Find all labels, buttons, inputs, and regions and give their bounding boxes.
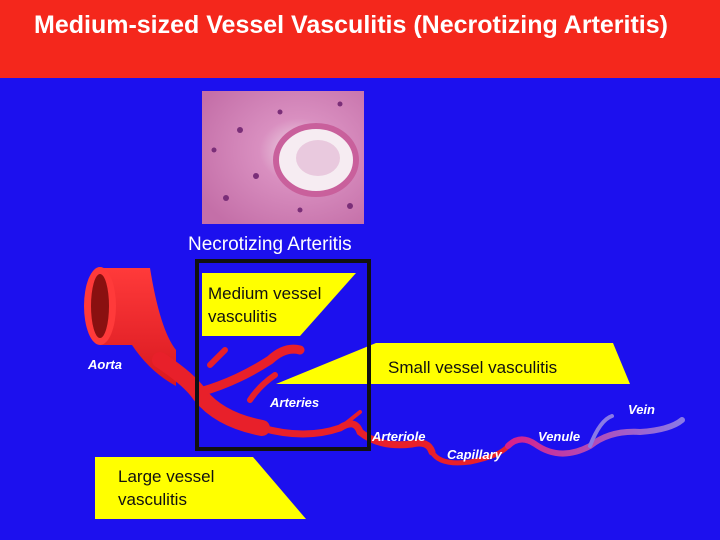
medium-vessel-box <box>202 273 356 336</box>
arteries-label: Arteries <box>269 395 319 410</box>
title-bar: Medium-sized Vessel Vasculitis (Necrotiz… <box>0 0 720 78</box>
aorta-label: Aorta <box>87 357 122 372</box>
venous-branches <box>505 414 685 457</box>
large-vessel-box <box>95 457 306 519</box>
venule-label: Venule <box>538 429 580 444</box>
medium-vessel-focus-frame <box>195 259 371 451</box>
histology-image <box>202 91 364 224</box>
small-vessel-box <box>276 343 630 384</box>
slide-title: Medium-sized Vessel Vasculitis (Necrotiz… <box>34 11 668 39</box>
vasculitis-diagram: Necrotizing Arteritis Medium vessel vasc… <box>84 91 685 519</box>
arteriole-label: Arteriole <box>371 429 425 444</box>
capillary-label: Capillary <box>447 447 503 462</box>
small-vessel-label: Small vessel vasculitis <box>388 358 557 377</box>
vein-label: Vein <box>628 402 655 417</box>
large-vessel-label: Large vessel vasculitis <box>118 467 219 509</box>
histology-caption: Necrotizing Arteritis <box>188 234 352 255</box>
medium-vessel-label: Medium vessel vasculitis <box>208 284 326 326</box>
artery-branches <box>152 344 511 466</box>
